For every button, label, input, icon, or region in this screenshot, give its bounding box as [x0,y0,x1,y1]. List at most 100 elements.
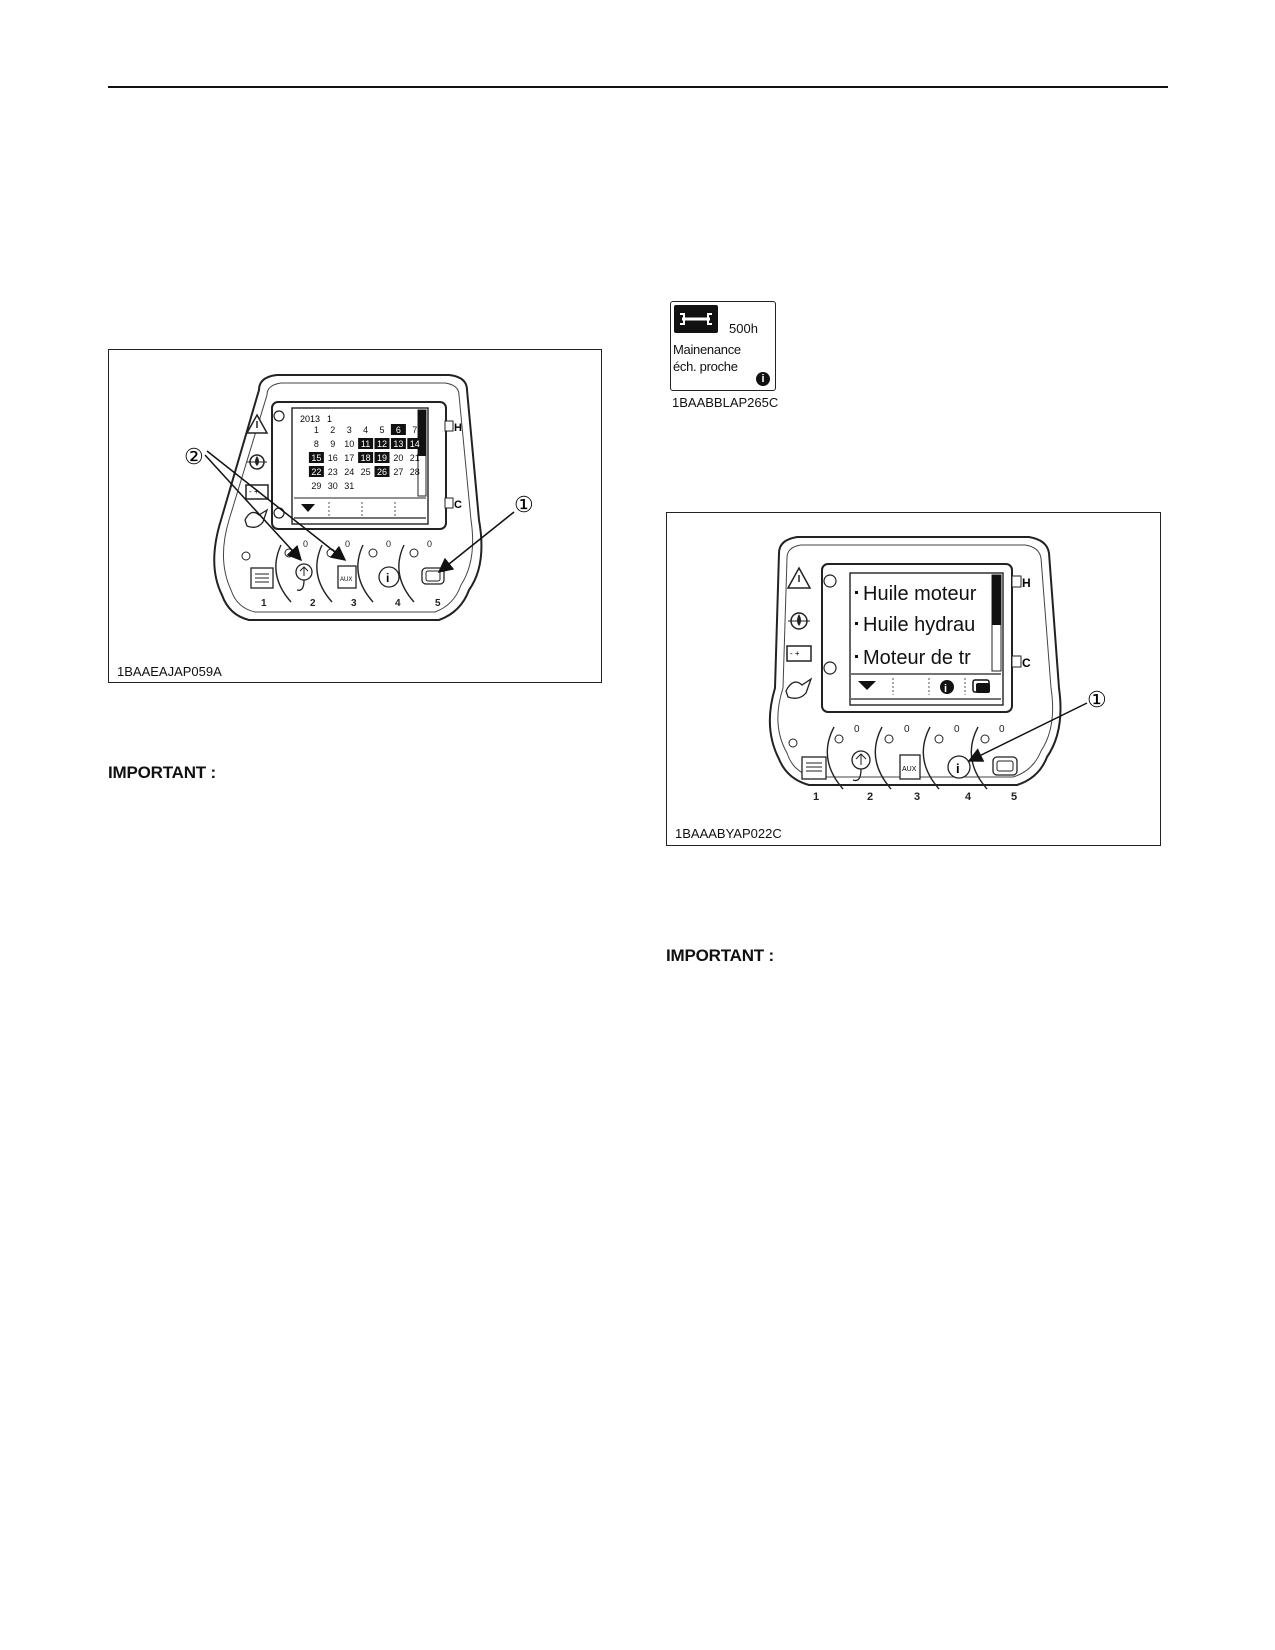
indicator-led [241,551,251,561]
calendar-day[interactable]: 5 [379,425,384,435]
calendar-day[interactable]: 12 [377,439,387,449]
rabbit-icon [785,677,813,699]
calendar-day-highlight [407,438,423,449]
button-separator [398,544,415,603]
calendar-day[interactable]: 16 [328,453,338,463]
svg-text:i: i [956,761,960,776]
calendar-day[interactable]: 17 [344,453,354,463]
indicator-led [934,734,944,744]
indicator-led [368,548,378,558]
calendar-day[interactable]: 29 [311,481,321,491]
menu-item-engine-oil[interactable]: Huile moteur [863,583,977,605]
calendar-day[interactable]: 11 [361,439,370,449]
button-separator [275,544,292,603]
maintenance-code: 1BAABBLAP265C [672,395,779,410]
gauge-label-c: C [454,499,462,511]
warning-icon [245,413,269,434]
oil-pressure-icon [247,454,267,470]
indicator-led: 0 [954,724,960,735]
display-switch-button-5[interactable] [992,756,1018,776]
aux-button-3[interactable]: AUX [337,565,357,589]
figure-code: 1BAAABYAP022C [675,826,782,841]
calendar-day[interactable]: 4 [363,425,368,435]
calendar-month: 1 [327,414,332,424]
menu-item-travel-motor[interactable]: Moteur de tr [863,647,971,669]
calendar-day[interactable]: 3 [347,425,352,435]
button-number: 5 [435,598,441,609]
calendar-day[interactable]: 10 [344,439,354,449]
calendar-day[interactable]: 2 [330,425,335,435]
calendar-day[interactable]: 19 [377,453,387,463]
calendar-day[interactable]: 22 [311,467,321,477]
hook-button-2[interactable] [851,750,871,782]
calendar-day[interactable]: 21 [410,453,420,463]
frame-screw [823,661,837,675]
calendar-day[interactable]: 25 [361,467,371,477]
maintenance-line2: éch. proche [673,359,738,374]
button-separator [357,544,374,603]
calendar-day[interactable]: 6 [396,425,401,435]
calendar-day[interactable]: 9 [330,439,335,449]
calendar-day[interactable]: 24 [344,467,354,477]
menu-button-1[interactable] [250,567,274,589]
indicator-led: 0 [386,539,391,549]
calendar-day[interactable]: 7 [412,425,417,435]
calendar-day[interactable]: 8 [314,439,319,449]
indicator-led [409,548,419,558]
svg-text:i: i [944,683,947,695]
aux-label: AUX [902,766,917,773]
calendar-day-highlight [374,438,390,449]
calendar-day[interactable]: 27 [393,467,403,477]
gauge-marker-c [1011,655,1022,668]
calendar-day-highlight [374,452,390,463]
indicator-led [788,738,798,748]
maintenance-notice-panel: 500h Mainenance éch. proche i [670,301,776,391]
leader-arrow [204,454,303,562]
svg-text:i: i [386,571,389,585]
frame-screw [823,574,837,588]
button-number: 3 [351,598,357,609]
info-button-4[interactable]: i [378,566,400,588]
indicator-led: 0 [999,724,1005,735]
info-icon: i [756,372,770,386]
calendar-day[interactable]: 1 [314,425,319,435]
bullet-icon [855,622,858,625]
calendar-day[interactable]: 13 [393,439,403,449]
wrench-icon [674,305,718,333]
callout-1: ① [514,492,534,517]
aux-button-3[interactable]: AUX [899,754,921,780]
hook-button-2[interactable] [295,563,313,591]
calendar-day[interactable]: 26 [377,467,387,477]
svg-text:- +: - + [790,649,800,658]
down-arrow-icon [858,681,876,690]
leader-arrow [206,450,347,561]
svg-text:- +: - + [249,487,259,496]
important-heading-left: IMPORTANT : [108,763,216,782]
calendar-day[interactable]: 28 [410,467,420,477]
button-number: 3 [914,791,920,803]
menu-button-1[interactable] [801,756,827,780]
softkey-info-icon: i [940,680,954,695]
info-button-4[interactable]: i [947,755,971,779]
calendar-day[interactable]: 20 [393,453,403,463]
calendar-day[interactable]: 15 [311,453,321,463]
button-number: 1 [261,598,267,609]
scrollbar-thumb [418,410,426,456]
calendar-day-highlight [374,466,390,477]
menu-item-hydraulic-oil[interactable]: Huile hydrau [863,614,975,636]
indicator-led [834,734,844,744]
calendar-day[interactable]: 30 [328,481,338,491]
calendar-day[interactable]: 14 [410,439,420,449]
leader-arrow [967,702,1088,762]
figure-menu-display: - + Huile moteur Huile hydrau Moteur de … [666,512,1161,846]
indicator-led: 0 [303,539,308,549]
aux-label: AUX [340,577,352,583]
calendar-day-highlight [390,438,406,449]
calendar-day[interactable]: 23 [328,467,338,477]
header-rule [108,86,1168,88]
button-number: 5 [1011,791,1017,803]
calendar-day-highlight [358,438,374,449]
calendar-day[interactable]: 31 [344,481,354,491]
calendar-day[interactable]: 18 [361,453,371,463]
